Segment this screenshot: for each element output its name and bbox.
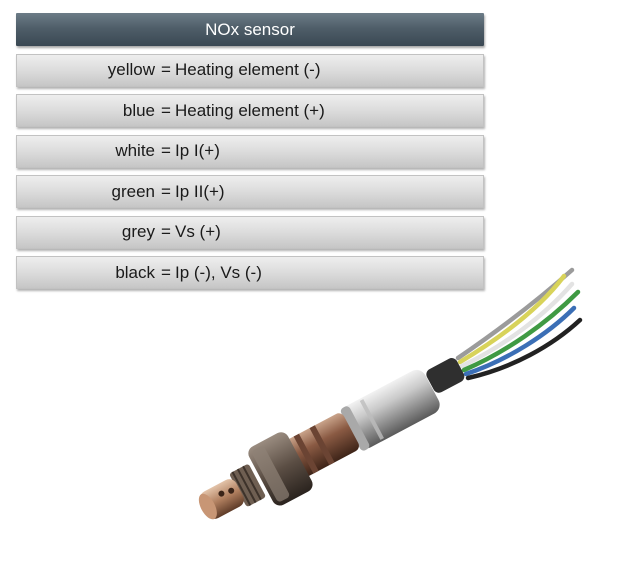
legend-row-yellow: yellow = Heating element (-) <box>16 53 484 87</box>
nox-sensor-photo <box>198 267 583 520</box>
equals-sign: = <box>161 181 171 201</box>
sleeve-rib <box>309 425 335 466</box>
legend-row-green: green = Ip II(+) <box>16 175 484 208</box>
probe-vent-hole <box>228 487 235 494</box>
wire-function: Vs (+) <box>175 222 221 241</box>
wire-function: Ip I(+) <box>175 141 220 160</box>
probe-tip-end <box>198 493 217 520</box>
wire-grommet <box>426 358 465 393</box>
wire-color-label: black <box>115 262 155 282</box>
wire-color-label: blue <box>122 100 155 120</box>
wire-color-label: grey <box>121 222 155 241</box>
steel-housing <box>342 369 440 449</box>
wire-color-label: green <box>111 181 155 201</box>
legend-row-grey: grey = Vs (+) <box>16 215 484 249</box>
nut-face <box>252 446 290 502</box>
wire-blue <box>463 305 577 377</box>
wire-white <box>459 281 575 369</box>
equals-sign: = <box>161 222 171 241</box>
wire-color-legend: NOx sensor yellow = Heating element (-) … <box>16 13 484 289</box>
equals-sign: = <box>161 262 171 282</box>
sleeve-rib <box>293 433 319 474</box>
wire-color-label: white <box>115 141 155 160</box>
legend-title: NOx sensor <box>16 13 484 46</box>
wire-yellow <box>457 273 567 365</box>
wire-function: Ip II(+) <box>175 181 225 201</box>
crimp-band <box>359 399 384 440</box>
equals-sign: = <box>161 141 171 160</box>
wire-color-label: yellow <box>107 60 155 79</box>
wire-function: Heating element (-) <box>175 60 321 79</box>
legend-row-black: black = Ip (-), Vs (-) <box>16 256 484 289</box>
legend-row-blue: blue = Heating element (+) <box>16 94 484 127</box>
wire-function: Ip (-), Vs (-) <box>175 262 262 282</box>
wire-function: Heating element (+) <box>175 100 325 120</box>
housing-band <box>340 406 370 451</box>
probe-vent-hole <box>218 490 225 497</box>
wire-black <box>465 317 583 381</box>
equals-sign: = <box>161 60 171 79</box>
wire-green <box>461 289 581 373</box>
sensor-wires <box>455 267 583 381</box>
equals-sign: = <box>161 100 171 120</box>
legend-row-white: white = Ip I(+) <box>16 134 484 168</box>
